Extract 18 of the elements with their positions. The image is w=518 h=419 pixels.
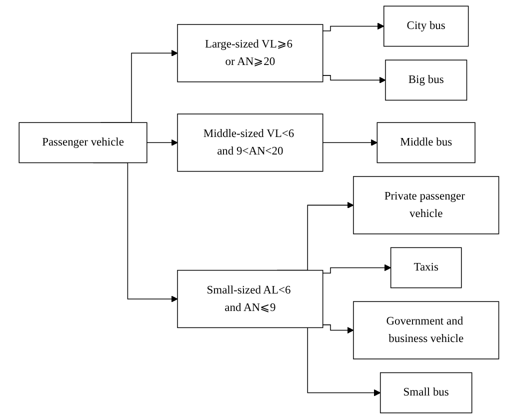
node-box — [177, 270, 324, 328]
arrow — [322, 264, 392, 274]
node-box — [385, 60, 468, 101]
node-box — [376, 122, 476, 164]
node-box — [380, 372, 472, 414]
node-box — [177, 24, 324, 82]
node-box — [177, 114, 324, 172]
node-box — [353, 176, 500, 234]
arrow — [322, 139, 378, 146]
node-box — [390, 247, 462, 288]
node-box — [18, 122, 148, 164]
arrow — [322, 324, 354, 334]
node-box — [353, 301, 500, 360]
node-box — [384, 6, 469, 47]
arrow — [322, 75, 386, 84]
vehicle-classification-flowchart: Passenger vehicle Large-sized VL⩾6 or AN⩾20 Middle-sized VL<6 and 9<AN<20 Small-sized AL<6 and AN⩽9 City bus Big bus Middle bus Private passenger vehicle Taxis Government and business vehicle Small bus — [13, 0, 505, 419]
arrow — [146, 139, 178, 146]
arrow — [322, 22, 384, 32]
